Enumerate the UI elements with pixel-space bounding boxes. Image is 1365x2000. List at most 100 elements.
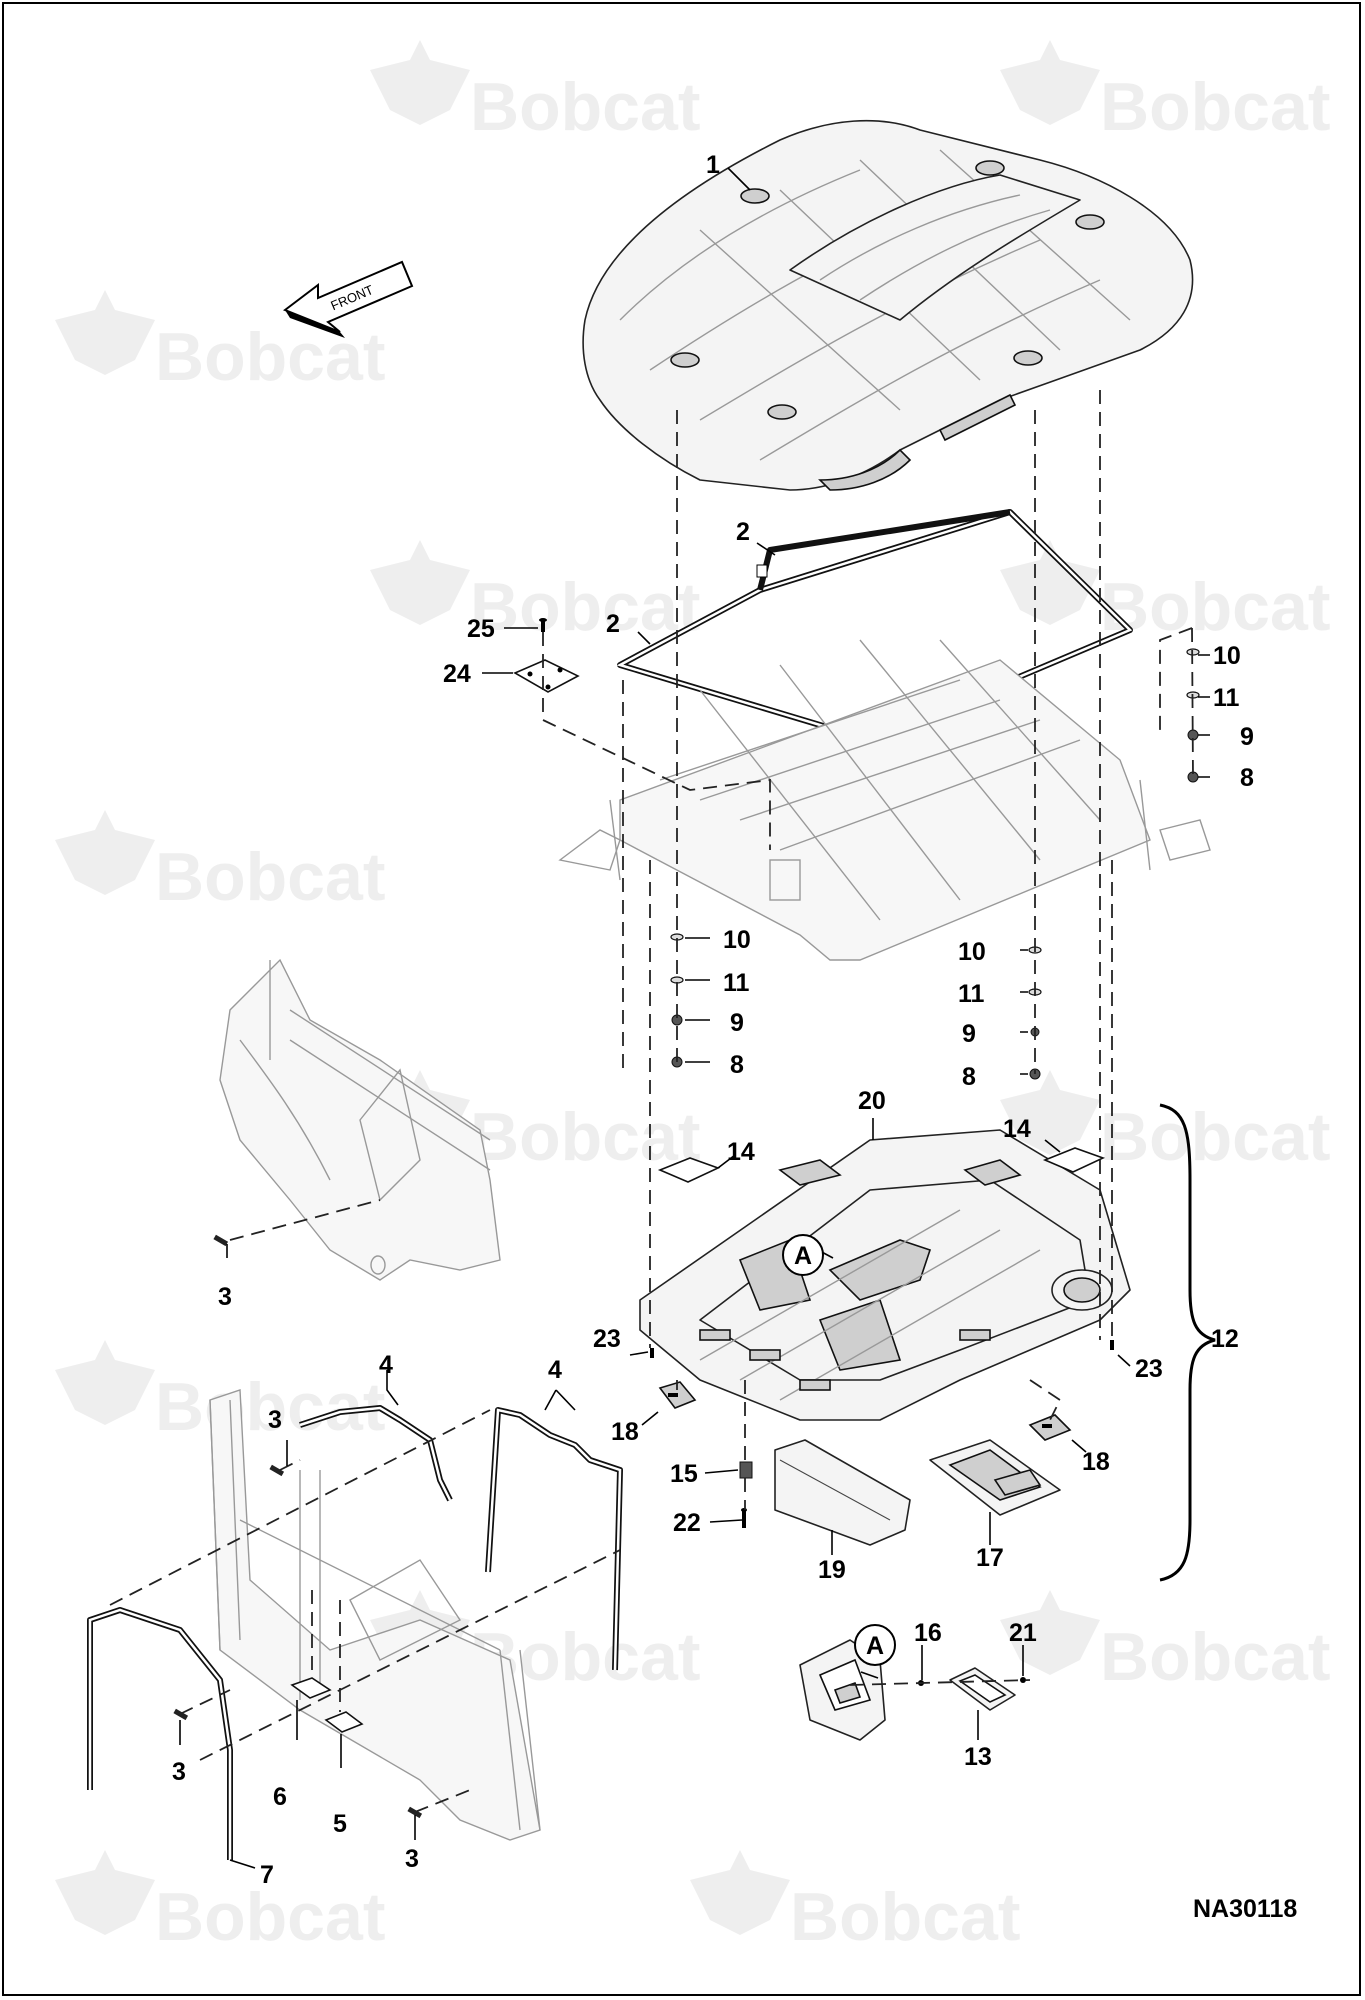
callout-4: 4 xyxy=(548,1356,562,1384)
callout-3: 3 xyxy=(218,1283,232,1311)
callout-leaders xyxy=(179,167,1210,1869)
callout-11: 11 xyxy=(1213,684,1240,712)
callout-9: 9 xyxy=(730,1009,744,1037)
callout-23: 23 xyxy=(593,1325,621,1353)
mount-boss xyxy=(1013,350,1043,366)
callout-10: 10 xyxy=(958,938,986,966)
callout-20: 20 xyxy=(858,1087,886,1115)
assembly-dashed-lines xyxy=(109,390,1194,1813)
bracket-plate-part-24 xyxy=(513,659,580,693)
watermark-text: Bobcat xyxy=(1100,1619,1330,1695)
callout-8: 8 xyxy=(962,1063,976,1091)
watermark-text: Bobcat xyxy=(470,1099,700,1175)
screw-part-22 xyxy=(741,1508,747,1528)
watermark-text: Bobcat xyxy=(790,1879,1020,1955)
callout-14: 14 xyxy=(727,1138,755,1166)
callout-2: 2 xyxy=(736,518,750,546)
detail-a-marker: A xyxy=(866,1632,884,1660)
callout-4: 4 xyxy=(379,1351,393,1379)
callout-22: 22 xyxy=(673,1509,701,1537)
callout-labels: 1 2 2 25 24 10 11 9 8 10 11 9 8 10 11 9 … xyxy=(172,151,1297,1923)
cab-side-frame-ghost xyxy=(219,958,501,1281)
pin-part-3-a xyxy=(213,1234,229,1247)
cab-lower-frame-ghost xyxy=(209,1389,541,1841)
watermark-text: Bobcat xyxy=(155,319,385,395)
callout-10: 10 xyxy=(723,926,751,954)
callout-8: 8 xyxy=(1240,764,1254,792)
callout-9: 9 xyxy=(962,1020,976,1048)
screw-part-25 xyxy=(539,618,547,632)
callout-18: 18 xyxy=(611,1418,639,1446)
watermark-text: Bobcat xyxy=(1100,69,1330,145)
callout-11: 11 xyxy=(958,980,985,1008)
callout-17: 17 xyxy=(976,1544,1004,1572)
watermark-text: Bobcat xyxy=(155,1369,385,1445)
callout-15: 15 xyxy=(670,1460,698,1488)
dome-light-part-18-right xyxy=(1028,1414,1072,1441)
pin-part-3-d xyxy=(407,1806,423,1819)
front-arrow-shadow xyxy=(285,310,345,338)
bobcat-logo-icon xyxy=(1000,1590,1100,1675)
figure-id: NA30118 xyxy=(1193,1895,1297,1923)
lens-part-13 xyxy=(949,1667,1016,1711)
mount-boss xyxy=(740,188,770,204)
bobcat-logo-icon xyxy=(1000,1070,1100,1155)
callout-12: 12 xyxy=(1211,1325,1239,1353)
watermark-text: Bobcat xyxy=(1100,569,1330,645)
bobcat-logo-icon xyxy=(55,810,155,895)
bobcat-logo-icon xyxy=(55,1340,155,1425)
bobcat-logo-icon xyxy=(55,1850,155,1935)
bobcat-logo-icon xyxy=(370,540,470,625)
detail-a-view xyxy=(799,1639,886,1741)
hardware-stack-left xyxy=(670,933,684,1068)
callout-13: 13 xyxy=(964,1743,992,1771)
bobcat-logo-icon xyxy=(1000,540,1100,625)
watermark-text: Bobcat xyxy=(155,1879,385,1955)
callout-1: 1 xyxy=(706,151,720,179)
dome-light-part-18-left xyxy=(658,1381,697,1409)
cover-panel-part-19 xyxy=(774,1439,911,1546)
callout-3: 3 xyxy=(268,1406,282,1434)
hardware-stack-right-top xyxy=(1186,648,1200,783)
detail-a-marker: A xyxy=(794,1242,812,1270)
pad-part-5 xyxy=(324,1711,364,1733)
mount-boss xyxy=(670,352,700,368)
mount-boss xyxy=(1075,214,1105,230)
pin-part-3-b xyxy=(269,1464,285,1477)
screw-part-23-right xyxy=(1110,1340,1114,1350)
callout-7: 7 xyxy=(260,1861,274,1889)
cab-frame-ghost xyxy=(558,639,1211,961)
callout-21: 21 xyxy=(1009,1619,1037,1647)
watermark-text: Bobcat xyxy=(470,569,700,645)
callout-10: 10 xyxy=(1213,642,1241,670)
bobcat-logo-icon xyxy=(370,40,470,125)
callout-14: 14 xyxy=(1003,1115,1031,1143)
callout-24: 24 xyxy=(443,660,471,688)
detail-a-marker-circle xyxy=(782,1234,824,1276)
bobcat-logo-icon xyxy=(55,290,155,375)
callout-6: 6 xyxy=(273,1783,287,1811)
callout-18: 18 xyxy=(1082,1448,1110,1476)
front-arrow-icon xyxy=(282,260,414,333)
callout-2: 2 xyxy=(606,610,620,638)
callout-3: 3 xyxy=(405,1845,419,1873)
mount-boss xyxy=(767,404,797,420)
pad-part-6 xyxy=(290,1677,332,1699)
watermark-text: Bobcat xyxy=(155,839,385,915)
callout-8: 8 xyxy=(730,1051,744,1079)
watermark-group: Bobcat Bobcat Bobcat Bobcat Bobcat Bobca… xyxy=(55,40,1330,1955)
bobcat-logo-icon xyxy=(1000,40,1100,125)
callout-3: 3 xyxy=(172,1758,186,1786)
callout-11: 11 xyxy=(723,969,750,997)
callout-9: 9 xyxy=(1240,723,1254,751)
detail-a-marker-circle xyxy=(854,1624,896,1666)
roof-cover-part-1 xyxy=(582,119,1194,491)
mount-boss xyxy=(975,160,1005,176)
vent-grommet-part-14-right xyxy=(1042,1147,1106,1173)
assembly-brace xyxy=(1159,1103,1216,1582)
callout-25: 25 xyxy=(467,615,495,643)
callout-23: 23 xyxy=(1135,1355,1163,1383)
bobcat-logo-icon xyxy=(690,1850,790,1935)
callout-16: 16 xyxy=(914,1619,942,1647)
